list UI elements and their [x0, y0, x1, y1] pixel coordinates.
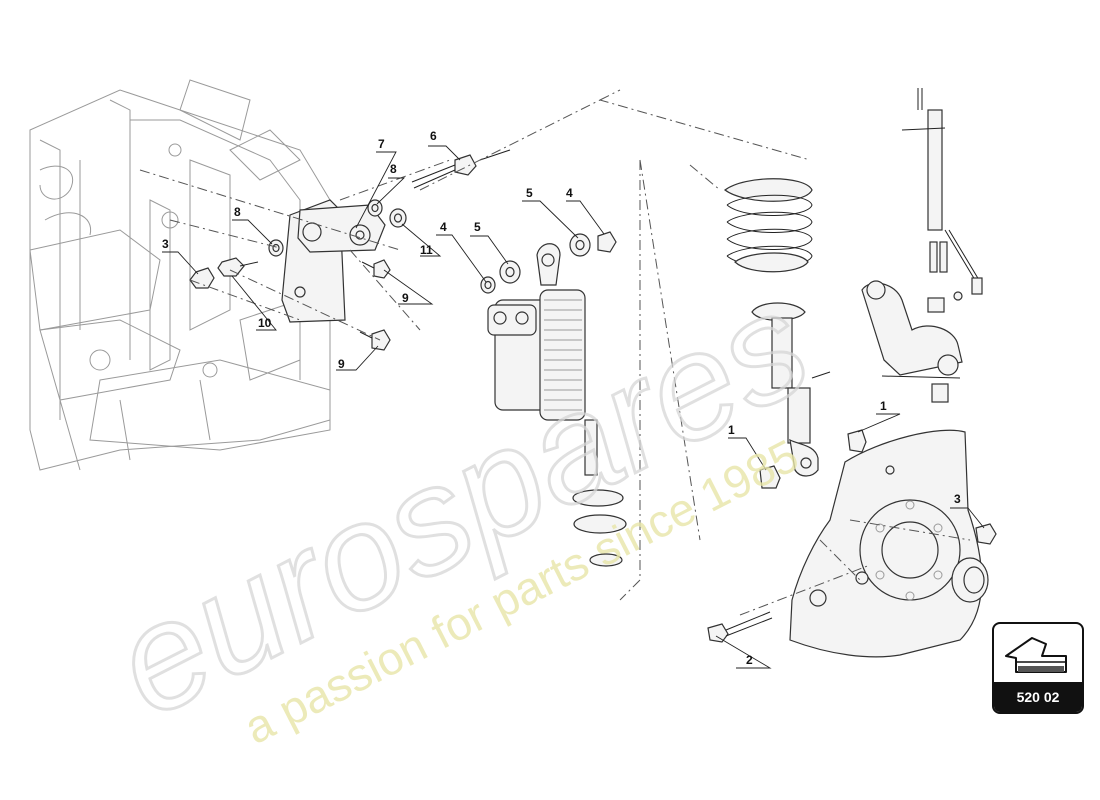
callout-1-right: 1	[880, 399, 887, 413]
reference-code: 520 02	[994, 682, 1082, 712]
callout-10: 10	[258, 316, 272, 330]
mounting-bracket	[281, 199, 386, 323]
assembly-lines	[139, 89, 971, 616]
callout-8-right: 8	[390, 162, 397, 176]
callout-3-right: 3	[954, 492, 961, 506]
callout-3-left: 3	[162, 237, 169, 251]
part-2-bolt	[707, 611, 773, 643]
callout-4-left: 4	[440, 220, 447, 234]
callout-8-left: 8	[234, 205, 241, 219]
reference-badge: 520 02	[992, 622, 1084, 714]
callout-4-right: 4	[566, 186, 573, 200]
callout-5-left: 5	[474, 220, 481, 234]
callout-leaders	[162, 145, 985, 669]
callout-7: 7	[378, 137, 385, 151]
wheel-hub-knuckle	[789, 429, 989, 658]
bracket-fasteners	[189, 149, 511, 351]
callout-labels: 1 1 2 3 3 4 4 5 5 6 7 8 8 9 9 10 11	[162, 129, 961, 667]
rocker-arm	[861, 241, 963, 403]
coil-spring	[723, 178, 813, 273]
direction-arrow-icon	[1005, 637, 1067, 673]
callout-1-left: 1	[728, 423, 735, 437]
callout-2: 2	[746, 653, 753, 667]
callout-9-lower: 9	[338, 357, 345, 371]
callout-11: 11	[420, 243, 433, 257]
watermark: eurospares a passion for parts since 198…	[87, 257, 835, 754]
callout-9-upper: 9	[402, 291, 409, 305]
chassis-frame	[29, 79, 331, 471]
part-1-plugs	[759, 429, 867, 489]
callout-5-right: 5	[526, 186, 533, 200]
actuator-rod	[901, 88, 983, 295]
shock-absorber	[480, 231, 627, 567]
callout-6: 6	[430, 129, 437, 143]
damper-strut	[751, 302, 831, 477]
part-3-nut	[975, 523, 997, 545]
